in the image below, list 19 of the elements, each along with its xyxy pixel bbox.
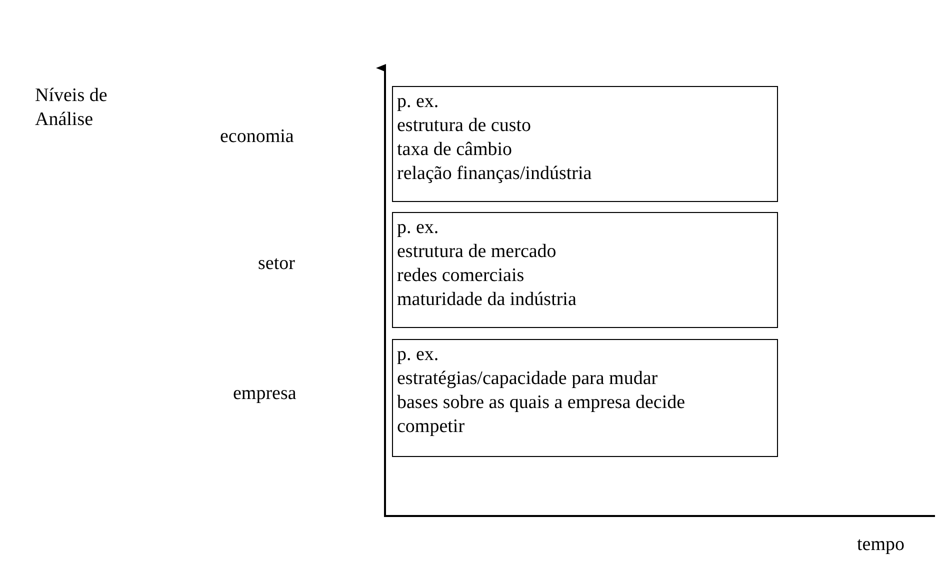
example-heading: p. ex. [397,343,439,367]
list-item: redes comerciais [397,264,524,288]
list-item: taxa de câmbio [397,138,512,162]
level-label: empresa [233,382,296,406]
axis-title: Níveis de Análise [35,84,108,132]
axis-label: tempo [857,533,904,557]
level-label: setor [258,252,295,276]
text-box [392,86,778,202]
text-box [392,212,778,328]
list-item: estrutura de mercado [397,240,556,264]
list-item: estrutura de custo [397,114,532,138]
level-label: economia [220,125,294,149]
list-item: maturidade da indústria [397,288,576,312]
example-heading: p. ex. [397,216,439,240]
text-box [392,339,778,457]
list-item: estratégias/capacidade para mudar [397,367,658,391]
list-item: bases sobre as quais a empresa decide competir [397,391,686,439]
list-item: relação finanças/indústria [397,162,592,186]
example-heading: p. ex. [397,90,439,114]
